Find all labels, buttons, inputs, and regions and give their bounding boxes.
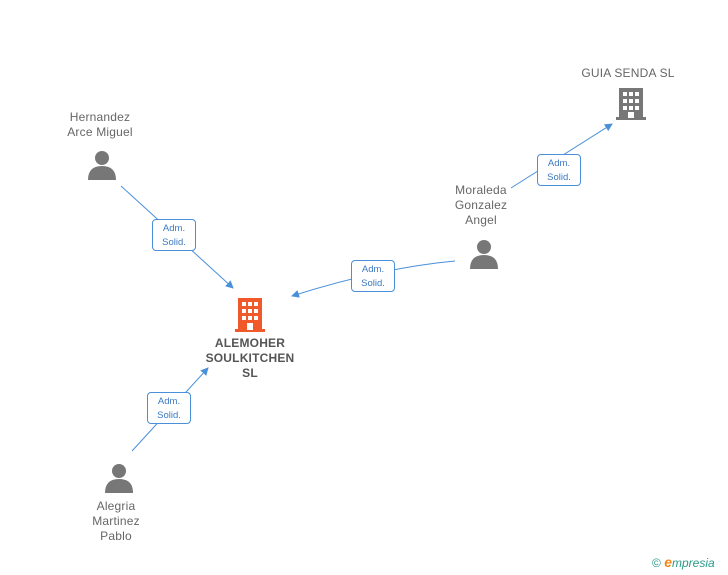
brand-logo-text: mpresia (671, 556, 715, 570)
brand-footer: © empresia (652, 554, 715, 570)
person-label-hernandez[interactable]: Hernandez Arce Miguel (67, 110, 133, 139)
brand-logo-initial: e (664, 554, 672, 570)
person-icon[interactable] (104, 463, 134, 498)
person-icon[interactable] (87, 150, 117, 185)
building-icon[interactable] (234, 296, 266, 337)
relation-badge-alegria-alemoher[interactable]: Adm. Solid. (147, 392, 191, 424)
copyright-icon: © (652, 556, 661, 570)
relation-badge-moraleda-guia[interactable]: Adm. Solid. (537, 154, 581, 186)
person-label-moraleda[interactable]: Moraleda Gonzalez Angel (454, 183, 508, 227)
person-label-alegria[interactable]: Alegria Martinez Pablo (92, 499, 140, 543)
relation-badge-hernandez-alemoher[interactable]: Adm. Solid. (152, 219, 196, 251)
company-label-guia[interactable]: GUIA SENDA SL (581, 66, 675, 80)
building-icon[interactable] (615, 86, 647, 125)
person-icon[interactable] (469, 239, 499, 274)
company-label-alemoher[interactable]: ALEMOHER SOULKITCHEN SL (205, 336, 295, 380)
relation-badge-moraleda-alemoher[interactable]: Adm. Solid. (351, 260, 395, 292)
